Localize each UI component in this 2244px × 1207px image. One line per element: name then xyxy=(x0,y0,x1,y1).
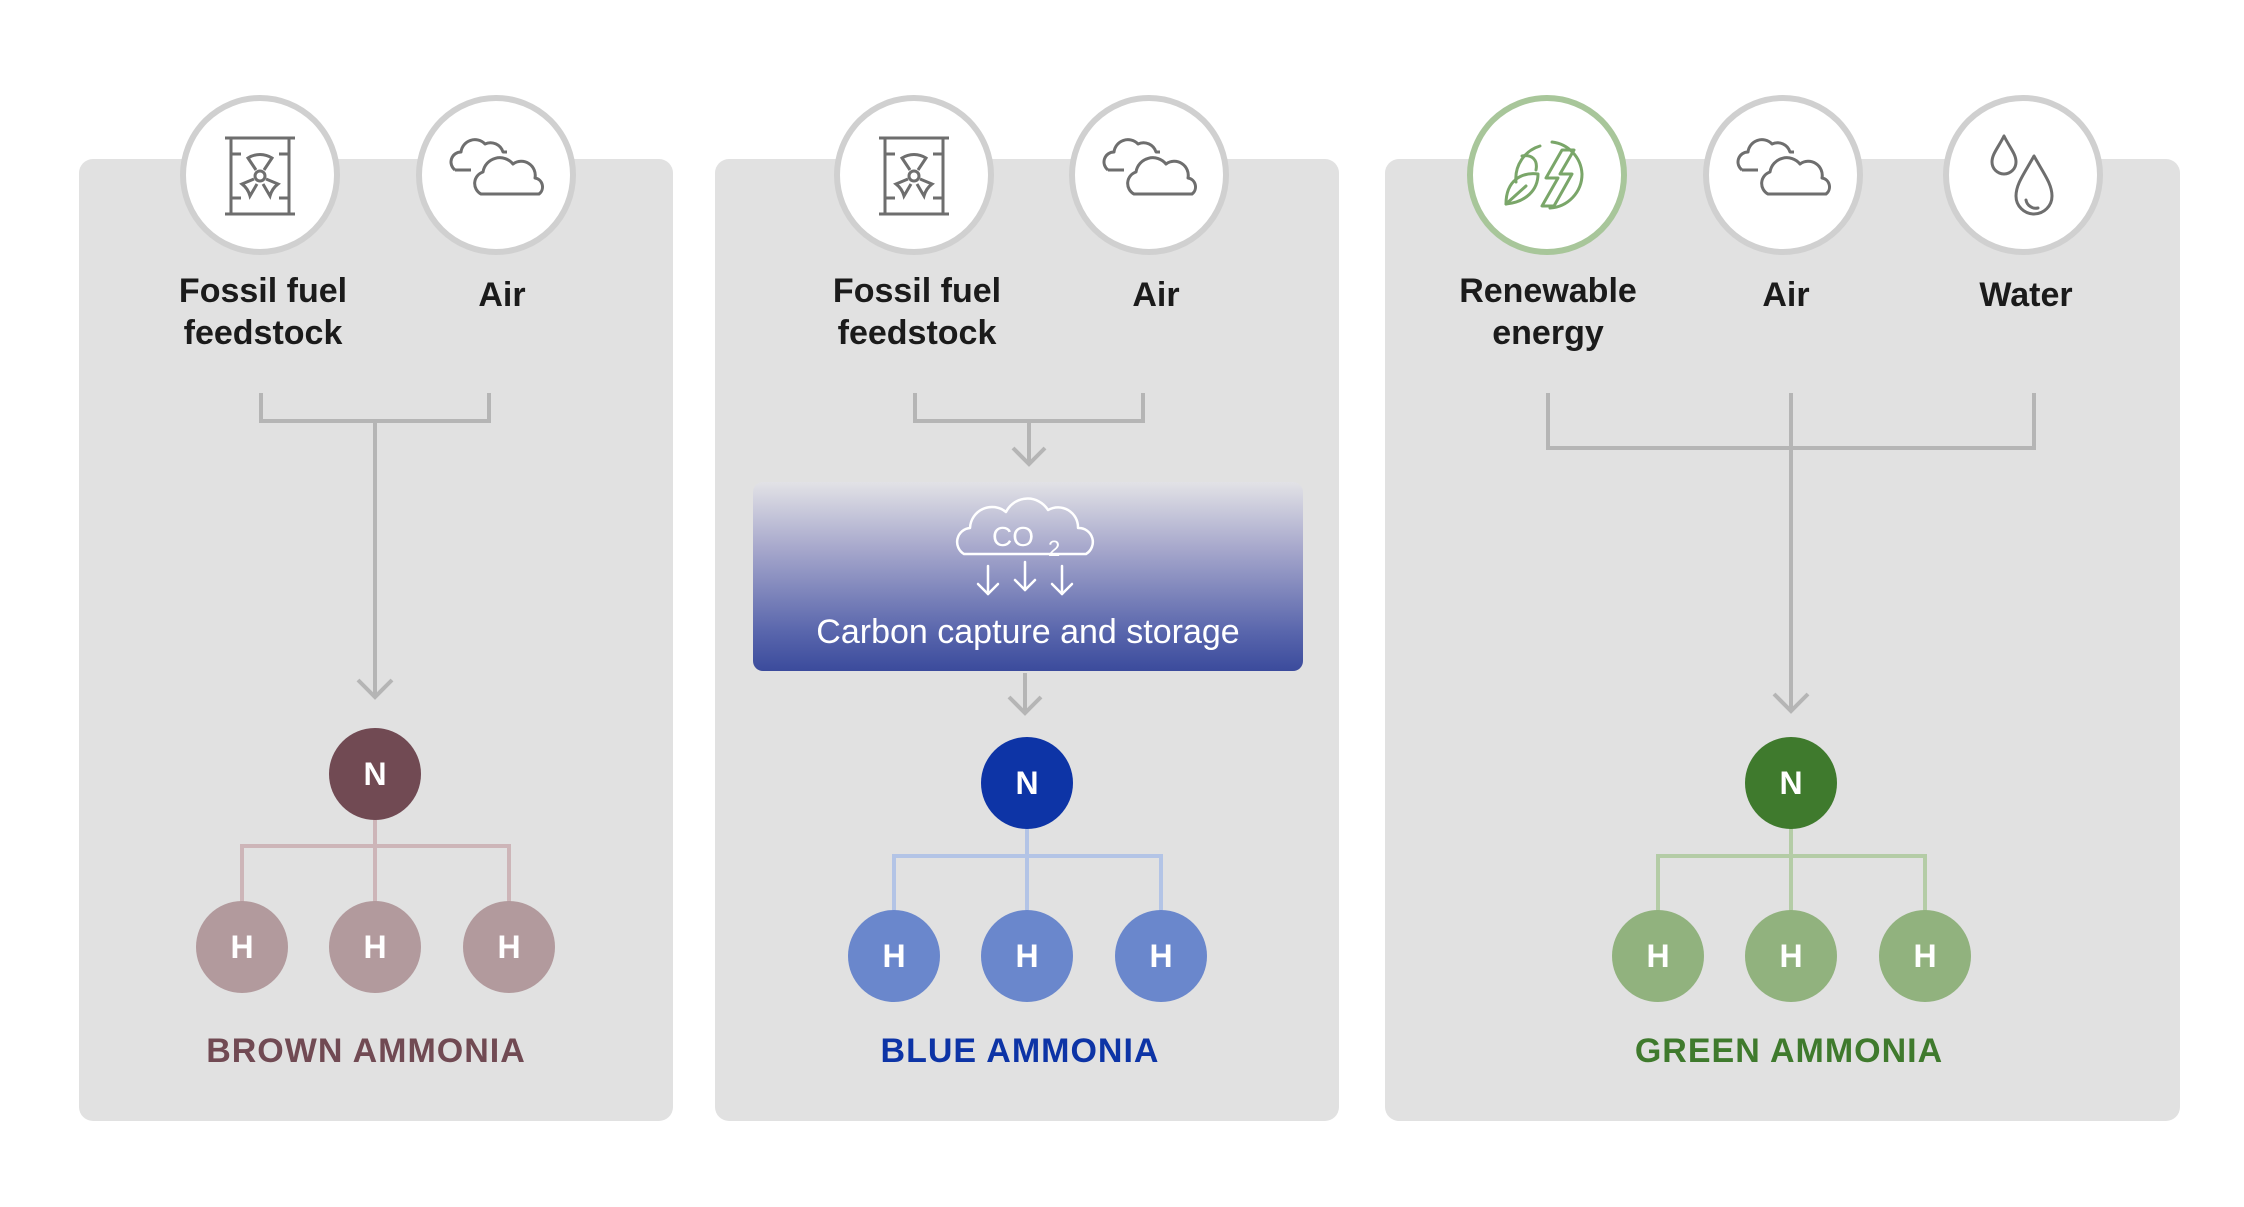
green-bonds xyxy=(1656,828,1927,914)
hydrogen-atom: H xyxy=(1612,910,1704,1002)
cloud-icon xyxy=(1736,138,1831,196)
input-label-fossil-fuel: Fossil fuel feedstock xyxy=(832,272,1002,352)
brown-ammonia-title: BROWN AMMONIA xyxy=(206,1032,526,1070)
hydrogen-atom: H xyxy=(463,901,555,993)
co2-cloud-capture-icon: CO 2 xyxy=(955,497,1095,596)
co2-text: CO xyxy=(992,521,1034,552)
air-icon-circle xyxy=(416,95,576,255)
carbon-capture-storage-box: CO 2 Carbon capture and storage xyxy=(753,482,1303,671)
brown-bonds xyxy=(240,819,511,905)
hydrogen-atom: H xyxy=(848,910,940,1002)
cloud-icon xyxy=(1102,138,1197,196)
leaf-lightning-icon xyxy=(1504,140,1584,210)
hydrogen-atom: H xyxy=(981,910,1073,1002)
cloud-icon xyxy=(449,138,544,196)
blue-arrowhead-top xyxy=(1011,446,1047,467)
input-label-air: Air xyxy=(478,276,526,314)
nitrogen-atom: N xyxy=(1745,737,1837,829)
water-drops-icon xyxy=(1990,134,2054,216)
air-icon-circle xyxy=(1703,95,1863,255)
barrel-radiation-icon xyxy=(225,136,295,216)
co2-subscript: 2 xyxy=(1048,536,1060,561)
hydrogen-atom: H xyxy=(1745,910,1837,1002)
input-label-air: Air xyxy=(1762,276,1810,314)
nitrogen-atom: N xyxy=(981,737,1073,829)
input-label-fossil-fuel: Fossil fuel feedstock xyxy=(178,272,348,352)
brown-input-bracket xyxy=(259,393,491,423)
hydrogen-atom: H xyxy=(329,901,421,993)
hydrogen-atom: H xyxy=(196,901,288,993)
carbon-capture-label: Carbon capture and storage xyxy=(816,613,1240,651)
blue-bonds xyxy=(892,828,1163,914)
input-label-renewable-energy: Renewable energy xyxy=(1459,272,1637,352)
fossil-fuel-icon-circle xyxy=(834,95,994,255)
water-icon-circle xyxy=(1943,95,2103,255)
input-label-water: Water xyxy=(1979,276,2073,314)
blue-input-bracket xyxy=(913,393,1145,423)
blue-arrowhead-bottom xyxy=(1007,695,1043,716)
brown-arrowhead xyxy=(356,678,394,700)
green-arrowhead xyxy=(1772,692,1810,714)
renewable-energy-icon-circle xyxy=(1467,95,1627,255)
hydrogen-atom: H xyxy=(1879,910,1971,1002)
barrel-radiation-icon xyxy=(879,136,949,216)
fossil-fuel-icon-circle xyxy=(180,95,340,255)
nitrogen-atom: N xyxy=(329,728,421,820)
air-icon-circle xyxy=(1069,95,1229,255)
green-ammonia-title: GREEN AMMONIA xyxy=(1634,1032,1944,1070)
blue-ammonia-title: BLUE AMMONIA xyxy=(880,1032,1160,1070)
hydrogen-atom: H xyxy=(1115,910,1207,1002)
input-label-air: Air xyxy=(1132,276,1180,314)
